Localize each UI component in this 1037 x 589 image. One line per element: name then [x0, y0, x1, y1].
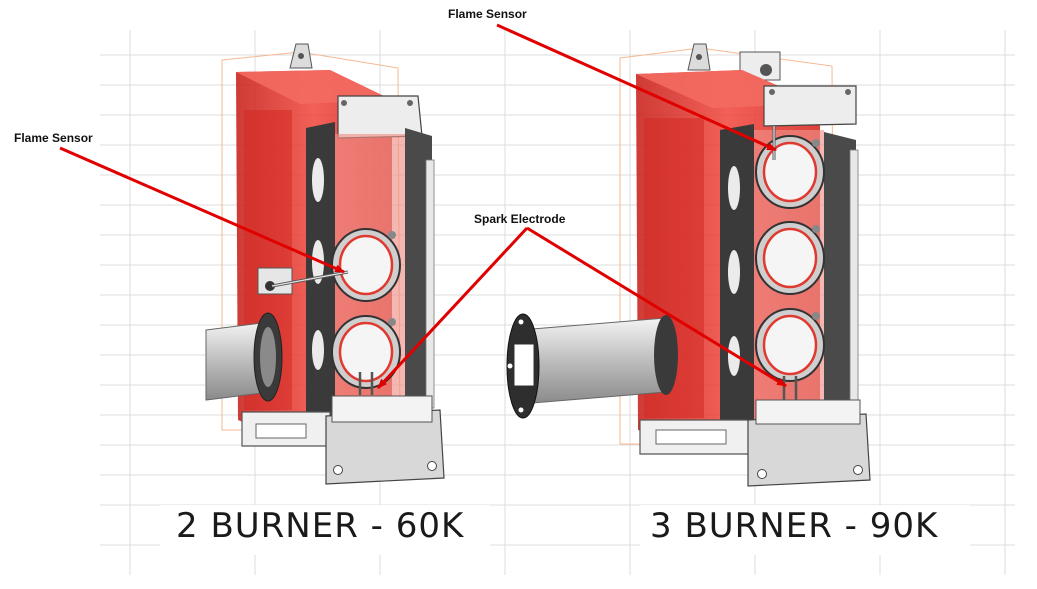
caption-backdrop-right — [640, 505, 970, 555]
label-flame-sensor-top: Flame Sensor — [448, 7, 527, 21]
caption-backdrop-left — [160, 505, 490, 555]
label-spark-electrode: Spark Electrode — [474, 212, 566, 226]
sensor-bracket-left — [257, 267, 293, 295]
arrow-spark-electrode-right — [526, 226, 787, 388]
caption-three-burner: 3 BURNER - 90K — [650, 506, 939, 546]
three-burner-assembly — [506, 43, 871, 487]
arrow-flame-sensor-left — [59, 146, 345, 274]
gas-tube-right — [519, 317, 667, 405]
annotation-arrows — [59, 23, 787, 390]
arrow-flame-sensor-right — [496, 23, 777, 152]
caption-two-burner: 2 BURNER - 60K — [176, 506, 465, 546]
flame-sensor-left — [265, 281, 275, 291]
arrow-spark-electrode-left — [376, 226, 529, 390]
top-plate-right — [763, 85, 857, 127]
label-flame-sensor-left: Flame Sensor — [14, 131, 93, 145]
